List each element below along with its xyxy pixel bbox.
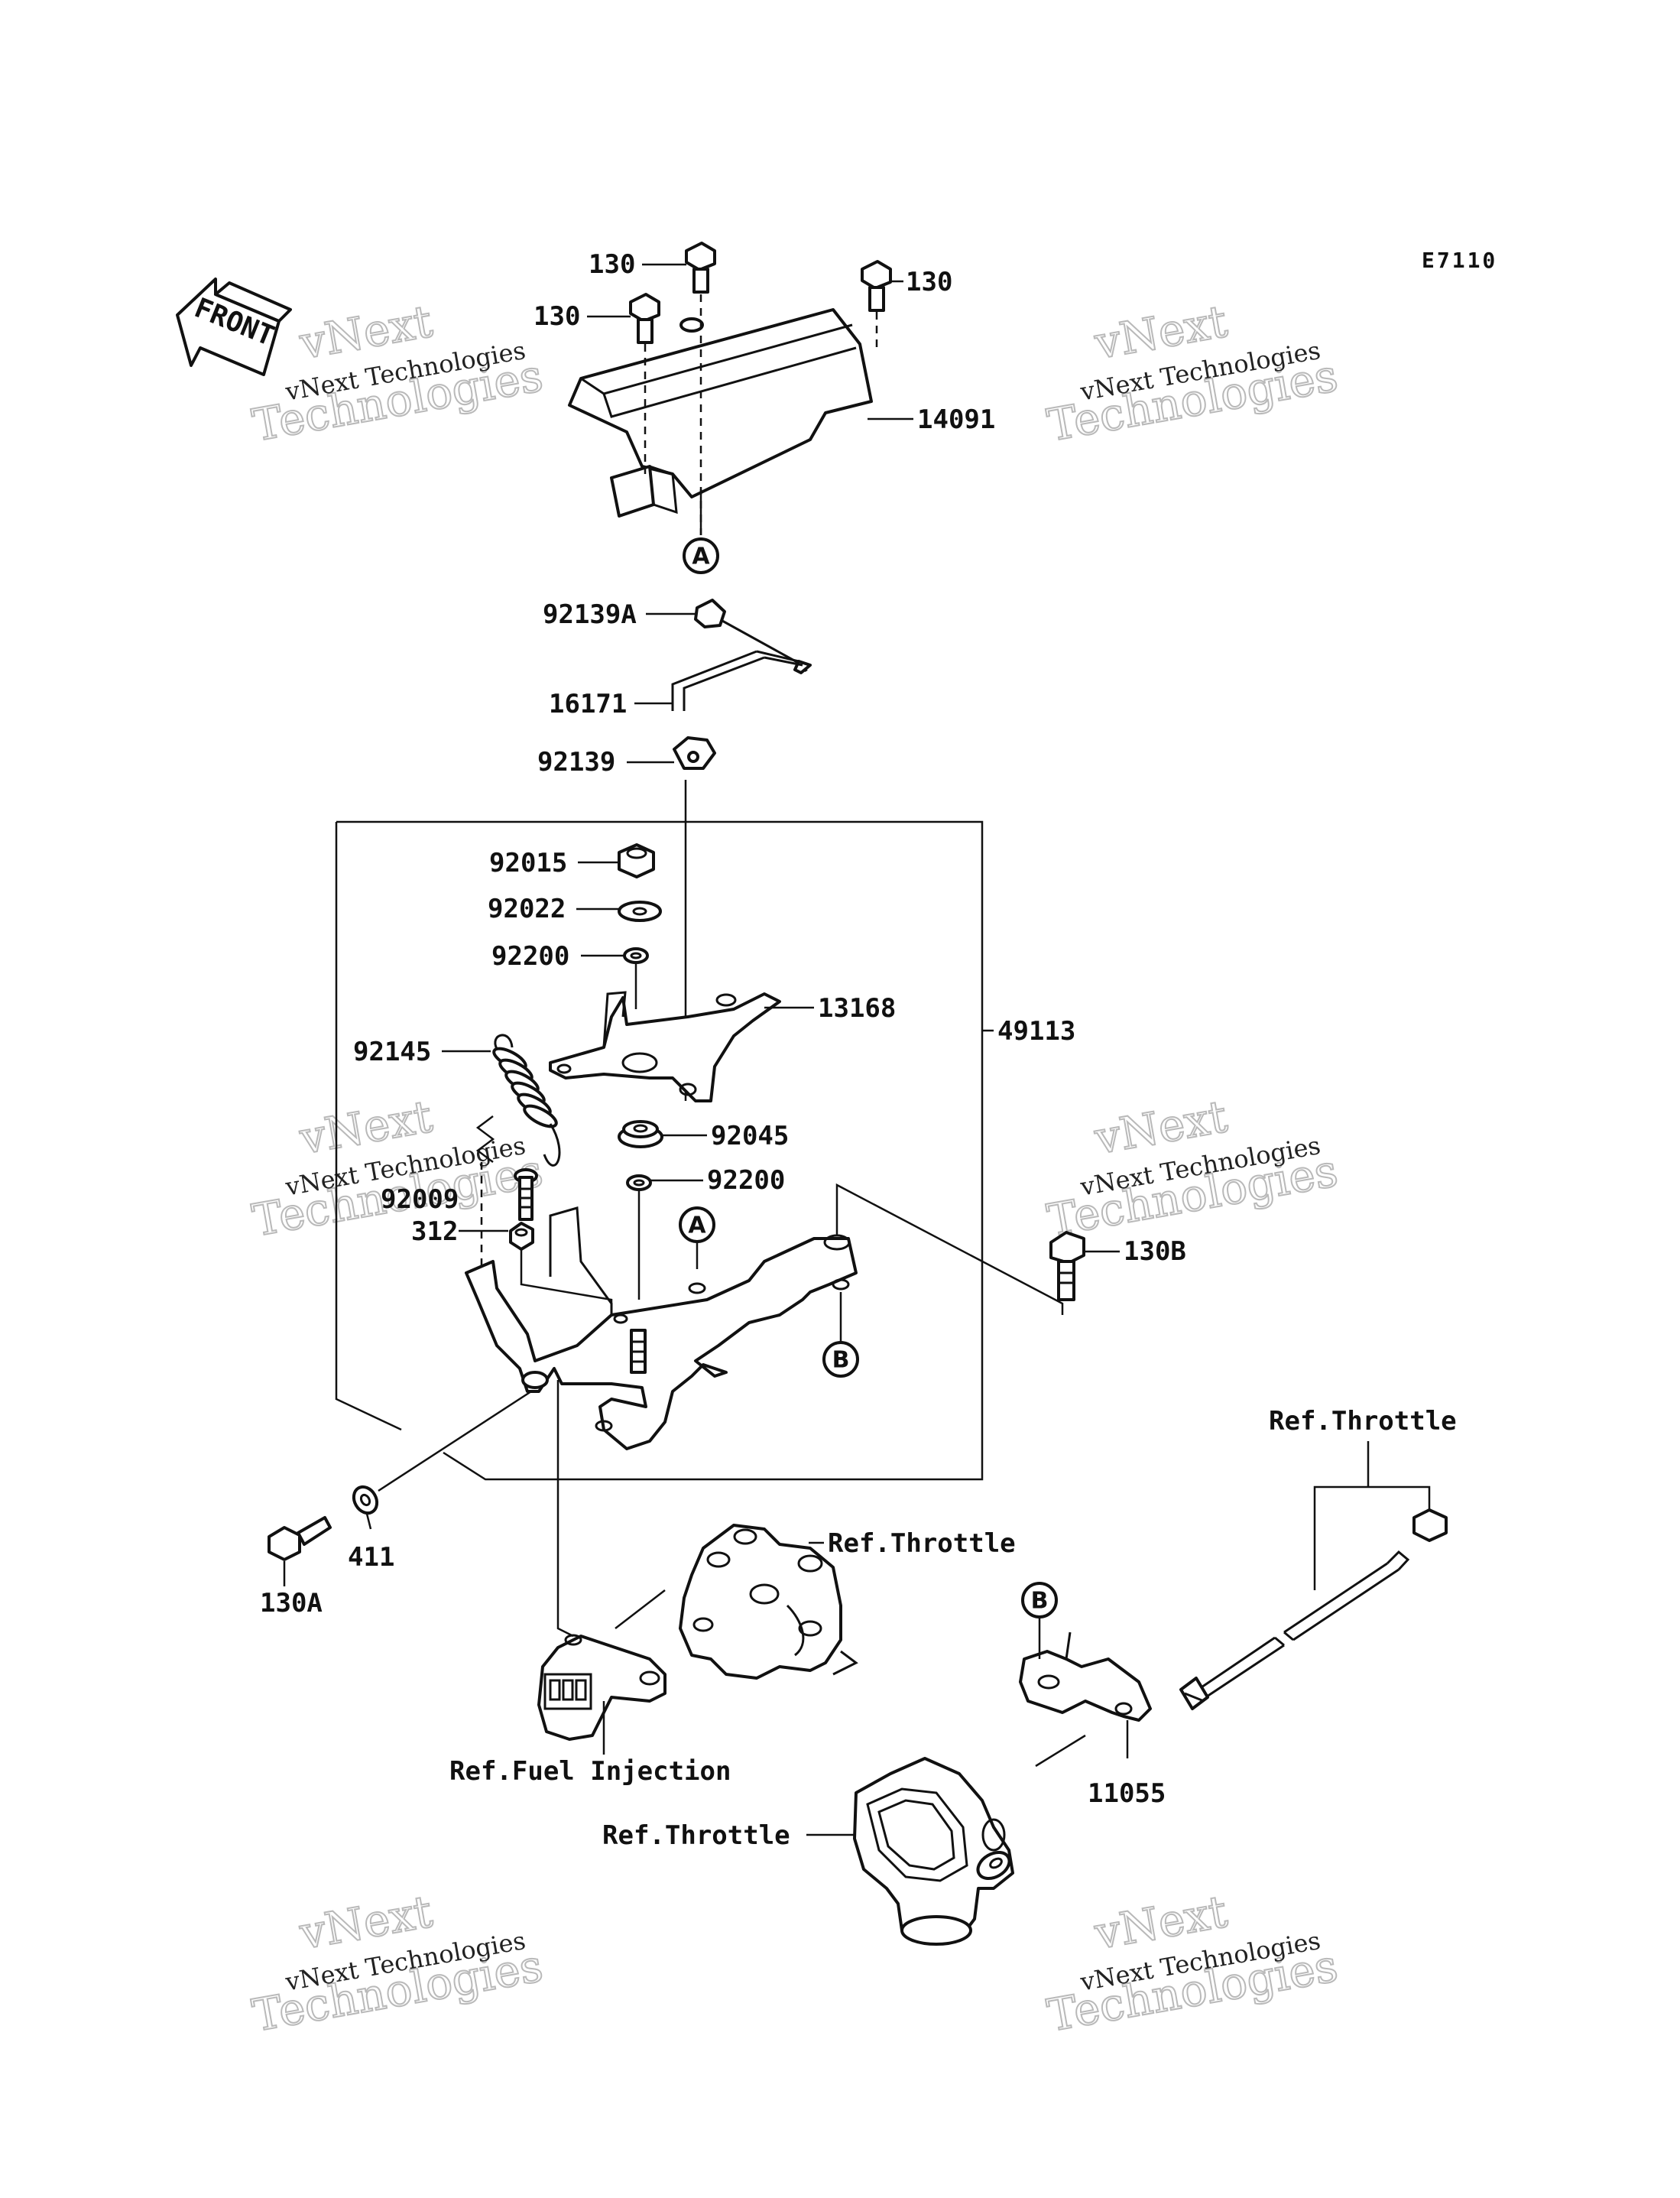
nut-throttle-cable bbox=[1412, 1508, 1448, 1542]
label-92145: 92145 bbox=[353, 1037, 431, 1067]
label-92200-top: 92200 bbox=[491, 941, 569, 972]
stud bbox=[630, 1329, 647, 1374]
label-312: 312 bbox=[411, 1216, 458, 1247]
marker-a-top-text: A bbox=[692, 544, 710, 570]
nut-312 bbox=[509, 1222, 534, 1251]
label-92015: 92015 bbox=[489, 848, 567, 878]
label-49113: 49113 bbox=[997, 1016, 1075, 1047]
clip-92139A bbox=[694, 599, 726, 628]
watermark-bottom-right: vNext Technologies vNext Technologies bbox=[1043, 1885, 1342, 2043]
washer-92200-top bbox=[623, 947, 649, 964]
watermark-mid-left: vNext Technologies vNext Technologies bbox=[248, 1089, 547, 1248]
spring-92145 bbox=[492, 1034, 561, 1167]
label-411: 411 bbox=[348, 1542, 394, 1573]
bolt-130-left bbox=[629, 293, 660, 344]
washer-411 bbox=[352, 1485, 379, 1515]
diagram-code: E7110 bbox=[1422, 248, 1497, 273]
label-92139A: 92139A bbox=[543, 599, 637, 630]
front-arrow-icon: FRONT bbox=[176, 278, 292, 376]
bolt-130B bbox=[1049, 1231, 1085, 1301]
label-ref-fuel-injection: Ref.Fuel Injection bbox=[449, 1756, 731, 1787]
label-130B: 130B bbox=[1124, 1236, 1186, 1267]
marker-b-right: B bbox=[1021, 1582, 1058, 1618]
throttle-sensor bbox=[537, 1634, 666, 1741]
label-14091: 14091 bbox=[917, 404, 995, 435]
marker-a-mid: A bbox=[679, 1206, 715, 1243]
throttle-cable bbox=[1179, 1550, 1410, 1710]
label-16171: 16171 bbox=[549, 689, 627, 719]
ecu-cover-14091 bbox=[568, 308, 873, 518]
washer-92022 bbox=[618, 901, 662, 922]
bolt-130A bbox=[268, 1516, 332, 1561]
marker-a-mid-text: A bbox=[688, 1213, 706, 1239]
label-92139: 92139 bbox=[537, 747, 615, 778]
bolt-92009 bbox=[514, 1168, 538, 1221]
label-92009: 92009 bbox=[381, 1184, 459, 1215]
lever-13168 bbox=[549, 991, 781, 1102]
label-130-center: 130 bbox=[589, 249, 635, 280]
label-ref-throttle-top: Ref.Throttle bbox=[1269, 1406, 1457, 1437]
bolt-130-right bbox=[861, 260, 892, 312]
throttle-body-mid bbox=[679, 1524, 858, 1680]
marker-b-right-text: B bbox=[1031, 1588, 1049, 1615]
label-13168: 13168 bbox=[818, 993, 896, 1024]
label-130-right: 130 bbox=[906, 267, 952, 297]
label-ref-throttle-mid: Ref.Throttle bbox=[828, 1528, 1016, 1559]
label-92200-bottom: 92200 bbox=[707, 1165, 785, 1196]
watermark-bottom-left: vNext Technologies vNext Technologies bbox=[248, 1885, 547, 2043]
marker-b-mid: B bbox=[822, 1341, 859, 1378]
label-130-left: 130 bbox=[534, 301, 580, 332]
bushing-92045 bbox=[618, 1120, 663, 1148]
label-11055: 11055 bbox=[1088, 1778, 1166, 1809]
watermark-top-left: vNext Technologies vNext Technologies bbox=[248, 294, 547, 453]
label-92045: 92045 bbox=[711, 1121, 789, 1151]
label-92022: 92022 bbox=[488, 894, 566, 924]
watermark-mid-right: vNext Technologies vNext Technologies bbox=[1043, 1089, 1342, 1248]
rod-16171 bbox=[671, 619, 812, 711]
label-130A: 130A bbox=[260, 1588, 323, 1618]
nut-92015 bbox=[618, 843, 655, 878]
throttle-body-bottom bbox=[853, 1757, 1014, 1946]
marker-b-mid-text: B bbox=[832, 1347, 850, 1374]
bolt-130-center bbox=[685, 242, 716, 294]
marker-a-top: A bbox=[683, 537, 719, 574]
label-ref-throttle-bottom: Ref.Throttle bbox=[602, 1820, 790, 1851]
clip-92139 bbox=[673, 736, 716, 770]
washer-92200-bottom bbox=[626, 1174, 652, 1191]
bracket-11055 bbox=[1019, 1631, 1152, 1722]
frame-49113 bbox=[336, 820, 984, 1481]
watermark-top-right: vNext Technologies vNext Technologies bbox=[1043, 294, 1342, 453]
